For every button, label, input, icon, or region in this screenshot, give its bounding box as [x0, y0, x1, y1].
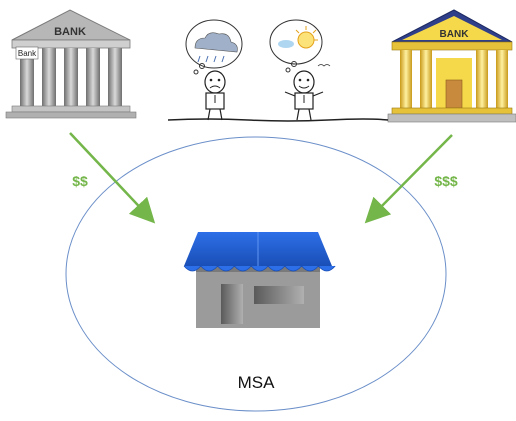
rain-cloud-icon: [194, 32, 238, 53]
msa-region-outline: [65, 136, 447, 412]
right-bank-icon: BANK: [387, 9, 516, 123]
left-bank-sign: BANK: [54, 26, 86, 38]
left-bank-icon: BANK Bank: [5, 9, 137, 119]
arrow-left-to-store: [69, 132, 156, 224]
store-window: [254, 286, 304, 304]
sun-icon: [297, 31, 315, 49]
happy-person-sun-icon: [269, 19, 331, 121]
store-icon: [183, 232, 336, 328]
right-arrow-label: $$$: [434, 173, 458, 189]
right-bank-sign: BANK: [440, 29, 470, 40]
sad-person-rain-icon: [185, 19, 243, 121]
right-bank-door: [445, 79, 463, 109]
arrow-right-to-store: [364, 134, 453, 224]
left-bank-plaque: Bank: [18, 49, 37, 58]
left-arrow-label: $$: [72, 173, 88, 189]
msa-label: MSA: [238, 373, 276, 392]
store-door: [221, 284, 243, 324]
ground-line: [167, 118, 389, 122]
